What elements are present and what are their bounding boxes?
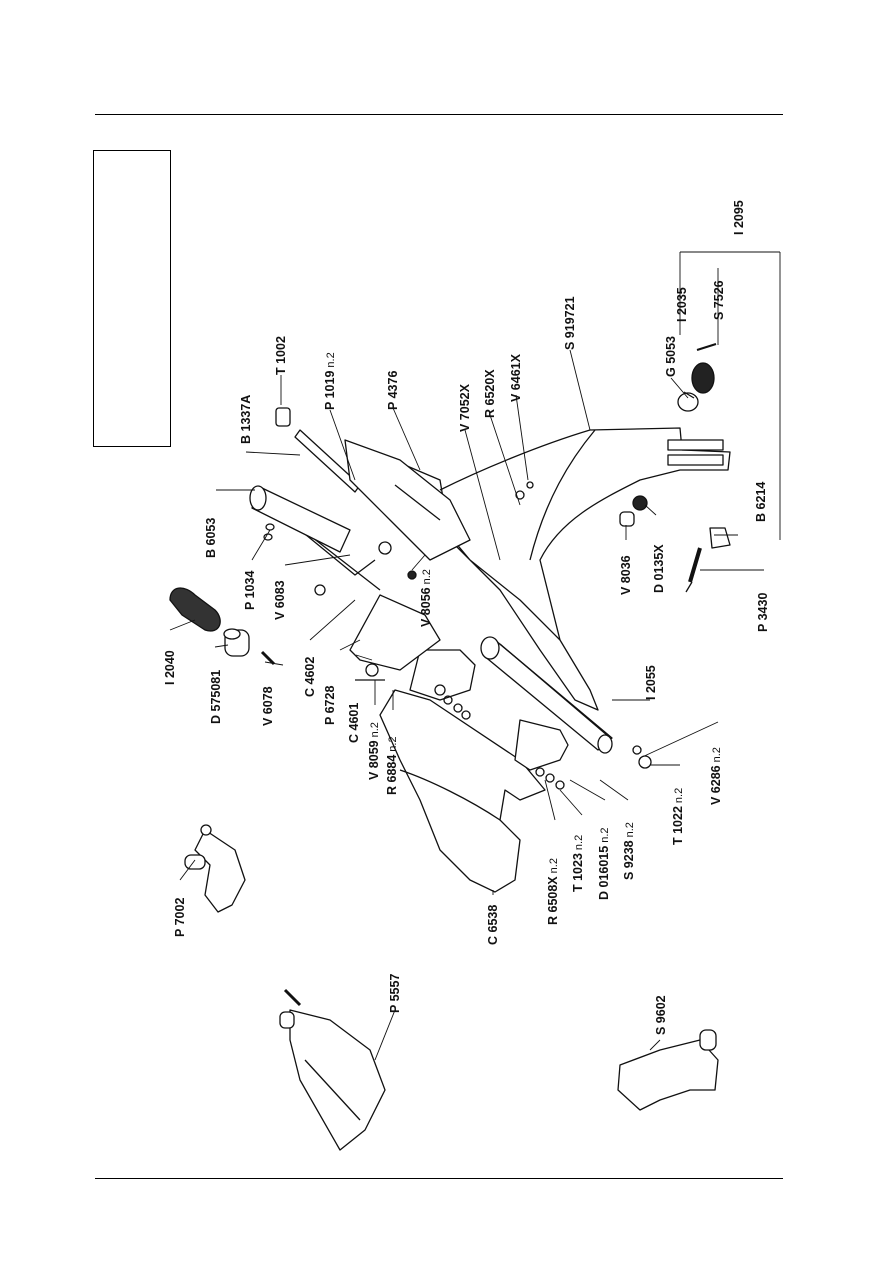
leader-lines [169,251,781,1061]
label-b6053: B 6053 [204,517,218,558]
rod-drawing [275,407,361,493]
label-p1019: P 1019n.2 [323,352,337,410]
header-rule [95,114,783,115]
label-p1034: P 1034 [243,570,257,610]
label-d0135x: D 0135X [652,544,666,593]
label-p5557: P 5557 [388,973,402,1013]
label-t1002: T 1002 [274,336,288,375]
cover-plate-drawing [344,439,471,561]
label-v6083: V 6083 [273,580,287,620]
label-s9602: S 9602 [654,995,668,1035]
label-s7526: S 7526 [712,280,726,320]
label-v8036: V 8036 [619,555,633,595]
label-p6728: P 6728 [323,685,337,725]
footer-rule [95,1178,783,1179]
label-t1023: T 1023n.2 [571,834,585,892]
label-i2095: I 2095 [732,200,746,235]
part-s9602-drawing [617,1029,719,1111]
label-g5053: G 5053 [664,335,678,377]
label-v6286: V 6286n.2 [709,747,723,805]
label-v8059: V 8059n.2 [367,722,381,780]
label-r6520x: R 6520X [483,369,497,418]
label-v8056: V 8056n.2 [419,569,433,627]
adjuster-drawing [677,343,717,412]
part-p7002-drawing [184,824,246,913]
end-screws-drawing [314,481,652,769]
label-i2035: I 2035 [675,287,689,322]
label-b1337a: B 1337A [239,394,253,444]
screws-drawing [619,495,731,593]
label-d016015: D 016015n.2 [597,827,611,900]
label-v6078: V 6078 [261,686,275,726]
label-r6508x: R 6508Xn.2 [546,858,560,925]
label-p4376: P 4376 [386,370,400,410]
label-t1022: T 1022n.2 [671,787,685,845]
label-d575081: D 575081 [209,669,223,724]
label-p3430: P 3430 [756,592,770,632]
label-i2055: I 2055 [644,665,658,700]
part-p5557-drawing [279,988,386,1151]
label-v7052x: V 7052X [458,384,472,432]
label-b6214: B 6214 [754,481,768,522]
label-c6538: C 6538 [486,904,500,945]
label-c4602: C 4602 [303,656,317,697]
label-v6461x: V 6461X [509,354,523,402]
label-i2040: I 2040 [163,650,177,685]
tube-drawing [480,636,613,754]
label-s919721: S 919721 [563,296,577,350]
knob-drawing [169,587,276,666]
label-r6884: R 6884n.2 [385,736,399,795]
label-p7002: P 7002 [173,897,187,937]
plate-drawing [379,649,569,893]
label-c4601: C 4601 [347,702,361,743]
side-box [93,150,171,447]
label-s9238: S 9238n.2 [622,822,636,880]
sleeve-tube-drawing [249,485,351,553]
bracket-drawing [289,519,441,681]
